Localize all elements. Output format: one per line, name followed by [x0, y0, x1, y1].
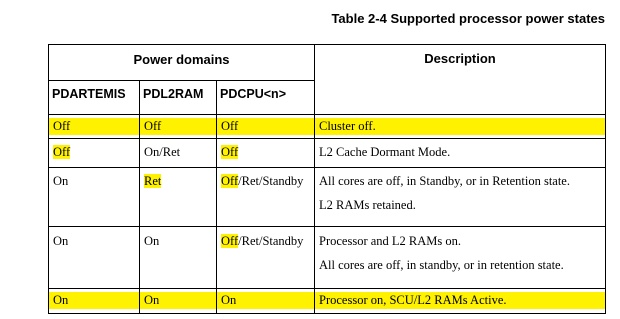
cell-text: On	[53, 174, 69, 188]
cell-text: On	[217, 292, 314, 309]
cell-text: /Ret/Standby	[238, 234, 304, 248]
cell-text: /Ret/Standby	[238, 174, 304, 188]
table-row: Off On/Ret Off L2 Cache Dormant Mode.	[48, 138, 606, 168]
cell-pdl2ram: On	[139, 288, 217, 314]
cell-text-highlight: Off	[221, 234, 239, 248]
cell-text: Off	[217, 118, 314, 135]
cell-pdartemis: On	[48, 167, 140, 227]
table-row: Off Off Off Cluster off.	[48, 114, 606, 139]
power-states-table: Power domains Description PDARTEMIS PDL2…	[48, 44, 606, 314]
cell-pdartemis: Off	[48, 138, 140, 168]
cell-pdl2ram: Ret	[139, 167, 217, 227]
header-row-2: PDARTEMIS PDL2RAM PDCPU<n>	[48, 80, 606, 115]
cell-text: Ret	[144, 174, 162, 188]
cell-text: Off	[53, 145, 71, 159]
cell-description: Cluster off.	[314, 114, 606, 139]
cell-pdartemis: On	[48, 288, 140, 314]
cell-description: Processor and L2 RAMs on. All cores are …	[314, 226, 606, 289]
cell-text: Off	[49, 118, 139, 135]
header-pdl2ram: PDL2RAM	[139, 80, 217, 115]
cell-text: On	[140, 292, 216, 309]
cell-text: L2 Cache Dormant Mode.	[319, 145, 451, 159]
cell-pdcpu: Off	[216, 138, 315, 168]
cell-text-line2: L2 RAMs retained.	[319, 198, 416, 212]
header-pdartemis: PDARTEMIS	[48, 80, 140, 115]
cell-pdcpu: Off/Ret/Standby	[216, 167, 315, 227]
cell-description: L2 Cache Dormant Mode.	[314, 138, 606, 168]
cell-text: Off	[221, 145, 239, 159]
cell-text: On	[49, 292, 139, 309]
cell-pdartemis: On	[48, 226, 140, 289]
header-power-domains: Power domains	[48, 44, 315, 81]
cell-text: Off	[140, 118, 216, 135]
cell-text-line2: All cores are off, in standby, or in ret…	[319, 258, 564, 272]
table-row: On Ret Off/Ret/Standby All cores are off…	[48, 167, 606, 227]
cell-pdl2ram: On	[139, 226, 217, 289]
cell-text: On/Ret	[144, 145, 181, 159]
cell-text: All cores are off, in Standby, or in Ret…	[319, 174, 570, 188]
cell-description: All cores are off, in Standby, or in Ret…	[314, 167, 606, 227]
cell-text: Processor on, SCU/L2 RAMs Active.	[315, 292, 605, 309]
header-row-1: Power domains Description	[48, 44, 606, 115]
table-row: On On Off/Ret/Standby Processor and L2 R…	[48, 226, 606, 289]
cell-text: Cluster off.	[315, 118, 605, 135]
cell-pdcpu: On	[216, 288, 315, 314]
header-description: Description	[314, 44, 606, 115]
cell-text-highlight: Off	[221, 174, 239, 188]
cell-pdl2ram: Off	[139, 114, 217, 139]
table-caption: Table 2-4 Supported processor power stat…	[331, 11, 605, 26]
cell-text: Processor and L2 RAMs on.	[319, 234, 462, 248]
table-row: On On On Processor on, SCU/L2 RAMs Activ…	[48, 288, 606, 314]
cell-pdcpu: Off/Ret/Standby	[216, 226, 315, 289]
header-pdcpu: PDCPU<n>	[216, 80, 315, 115]
cell-pdartemis: Off	[48, 114, 140, 139]
cell-pdcpu: Off	[216, 114, 315, 139]
cell-description: Processor on, SCU/L2 RAMs Active.	[314, 288, 606, 314]
cell-text: On	[53, 234, 69, 248]
cell-pdl2ram: On/Ret	[139, 138, 217, 168]
cell-text: On	[144, 234, 160, 248]
